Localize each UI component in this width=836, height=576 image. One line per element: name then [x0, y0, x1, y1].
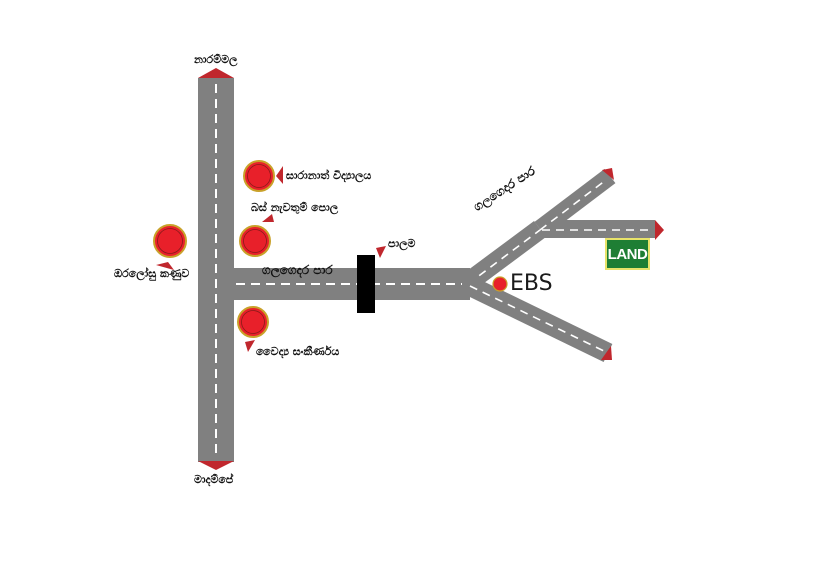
north-arrow-icon [198, 68, 234, 78]
bus-stand-label: බස් නැවතුම් පොල [251, 201, 339, 214]
bridge-icon [357, 255, 375, 313]
branch-upper-road [460, 168, 655, 293]
bridge-label: පාලම [388, 237, 416, 250]
vertical-road [198, 78, 234, 462]
ebs-label: EBS [510, 271, 553, 296]
pointer-icon [156, 262, 174, 270]
pointer-icon [276, 166, 283, 184]
pointer-icon [376, 246, 386, 258]
main-road [232, 268, 470, 300]
marker-icon [239, 225, 271, 257]
pointer-icon [262, 214, 274, 222]
ne-arrow-icon [602, 168, 614, 180]
junction-label: ඔරලෝසු කණුව [114, 267, 190, 280]
pointer-icon [245, 340, 255, 352]
marker-icon [153, 224, 187, 258]
south-arrow-icon [198, 461, 234, 470]
branch-lower-road [461, 275, 613, 362]
land-sign: LAND [605, 238, 650, 270]
school-label: සාරානාත් විද්‍යාලය [286, 169, 372, 182]
marker-icon [237, 306, 269, 338]
hospital-label: වෛද්‍ය සංකීර්ණය [256, 345, 340, 358]
south-end-label: මාදම්පේ [194, 473, 234, 486]
ebs-marker-icon [492, 276, 508, 292]
marker-icon [243, 160, 275, 192]
north-end-label: නාරම්මල [194, 53, 238, 66]
main-road-label: ගලගෙදර පාර [262, 263, 333, 277]
east-arrow-icon [655, 220, 664, 240]
se-arrow-icon [601, 346, 612, 360]
